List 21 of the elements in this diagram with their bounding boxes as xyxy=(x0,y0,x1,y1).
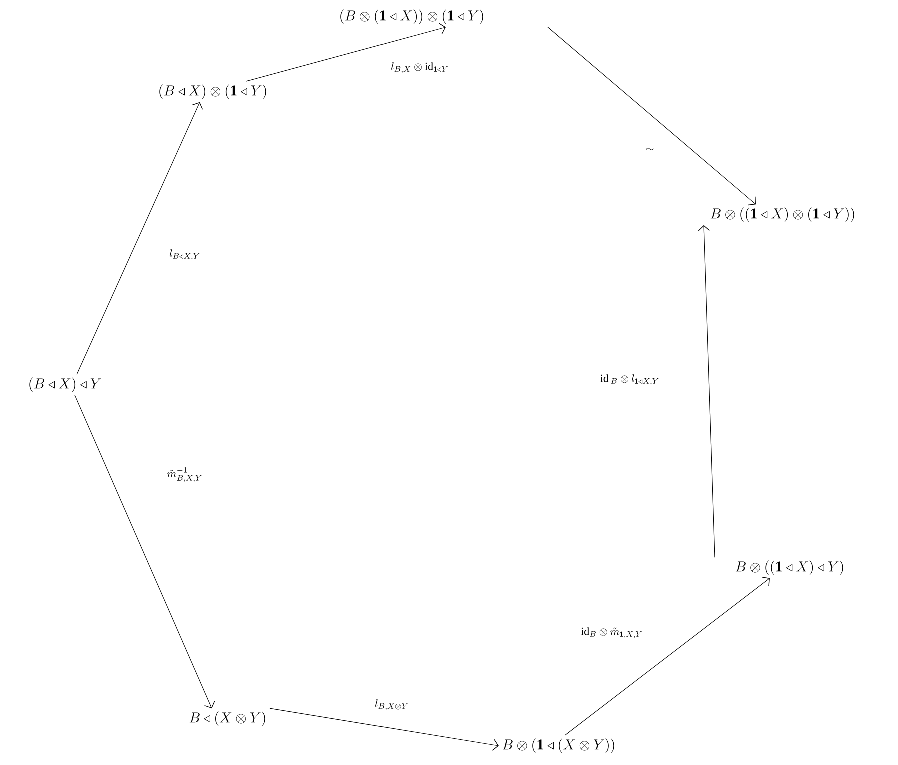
arrow xyxy=(548,27,756,206)
edge-label: $\sim$ xyxy=(646,148,654,151)
edge-label: $l_{B,X} \otimes \mathrm{id}_{\mathbf{1} \triangleleft Y}$ xyxy=(392,62,448,74)
edge-label: $\tilde{m}^{-1}_{B,X,Y}$ xyxy=(168,467,202,482)
arrow xyxy=(270,708,499,751)
object-label: $B \otimes (\mathbf{1} \triangleleft (X \otimes Y))$ xyxy=(502,738,614,754)
object-label: $(B \otimes (\mathbf{1} \triangleleft X)) \otimes (\mathbf{1} \triangleleft Y)$ xyxy=(340,10,484,24)
edge-label: $\mathrm{id}\,_B \otimes l_{\mathbf{1} \triangleleft X, Y}$ xyxy=(600,374,659,386)
arrow xyxy=(564,577,770,736)
object-label: $B \triangleleft (X \otimes Y)$ xyxy=(190,712,266,726)
arrow xyxy=(76,102,204,375)
edge-label: $l_{B \triangleleft X, Y}$ xyxy=(170,250,200,260)
arrow xyxy=(246,23,446,82)
object-label: $(B \triangleleft X) \otimes (\mathbf{1} \triangleleft Y)$ xyxy=(160,84,266,100)
edge-label: $l_{B, X \otimes Y}$ xyxy=(376,700,408,710)
object-label: $(B \triangleleft X) \triangleleft Y$ xyxy=(30,378,102,392)
edge-label: $\mathrm{id}_B \otimes \tilde{m}_{\mathbf{1},X,Y}$ xyxy=(581,628,642,638)
object-label: $B \otimes ((\mathbf{1} \triangleleft X) \otimes (\mathbf{1} \triangleleft Y))$ xyxy=(710,208,854,222)
arrow xyxy=(698,225,716,558)
object-label: $B \otimes ((\mathbf{1} \triangleleft X) \triangleleft Y)$ xyxy=(736,560,844,576)
arrow xyxy=(74,395,216,709)
